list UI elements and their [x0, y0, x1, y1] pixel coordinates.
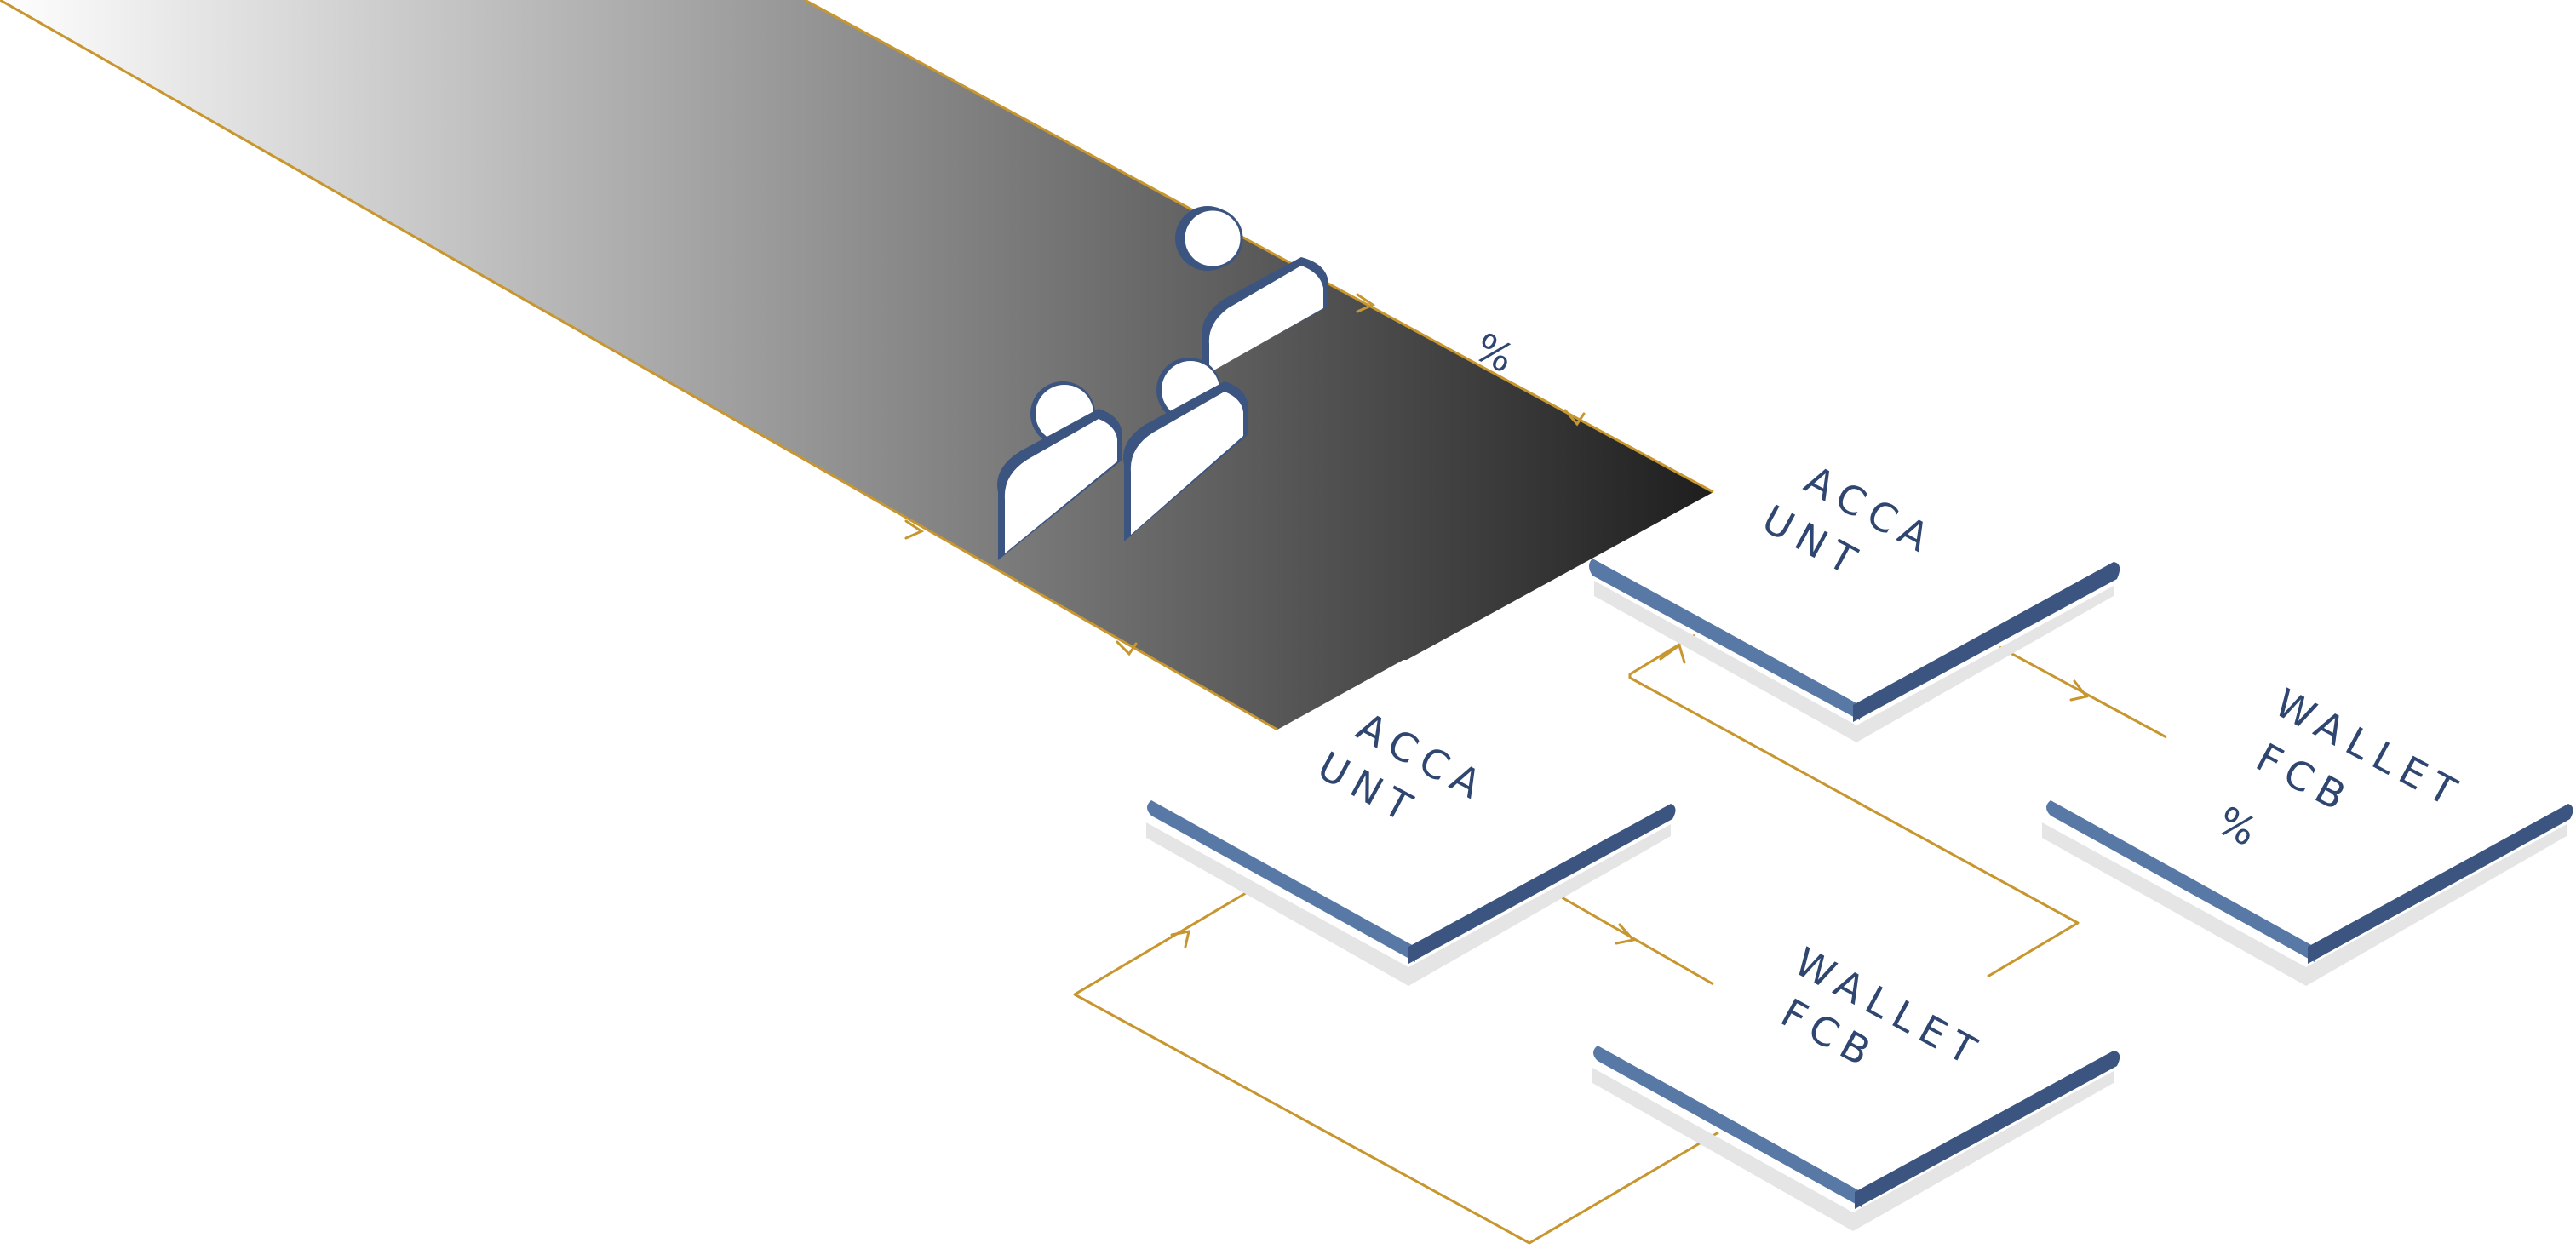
panel-edge-right [1408, 804, 1676, 964]
user-icon [1123, 358, 1248, 541]
beam-arrow-4 [1116, 640, 1138, 656]
panel-edge-left [1593, 1046, 1862, 1207]
node-wallet-fcb-bottom: WALLET FCB [1592, 938, 2120, 1231]
panel-edge-right [2308, 804, 2573, 964]
connector-arrow-acca-to-wallet [1615, 923, 1636, 945]
panel-edge-left [1147, 800, 1415, 962]
node-wallet-fcb-right: WALLET FCB % [2042, 679, 2573, 986]
beam-surface [0, 0, 1713, 730]
flow-connectors [1073, 633, 2167, 1245]
panel-edge-right [1855, 1051, 2120, 1209]
beam-bottom-edge-line [0, 0, 1278, 731]
beam-arrow-2 [1563, 409, 1586, 427]
user-icon [997, 381, 1122, 560]
beam-arrow-1 [1356, 293, 1376, 313]
user-icon [1175, 206, 1328, 375]
node-acca-unt-bottom: ACCA UNT [1146, 703, 1676, 986]
users-group [997, 206, 1328, 560]
connector-arrow-bottom-loop [1170, 930, 1190, 948]
node-line-3: % [2210, 797, 2272, 859]
panel-edge-left [2046, 800, 2315, 962]
beam-top-edge-line [804, 0, 1714, 494]
connector-arrow-top-loop [1659, 643, 1686, 664]
beam: % [0, 0, 1714, 731]
beam-arrow-3 [904, 519, 925, 540]
panel-edge-right [1853, 562, 2120, 722]
panel-edge-left [1589, 559, 1860, 720]
connector-bottom-loop [1073, 884, 1719, 1245]
connector-arrow-top-to-wallet [2069, 679, 2089, 702]
svg-text:%: % [2210, 797, 2272, 859]
connector-top-loop [1628, 633, 2080, 978]
